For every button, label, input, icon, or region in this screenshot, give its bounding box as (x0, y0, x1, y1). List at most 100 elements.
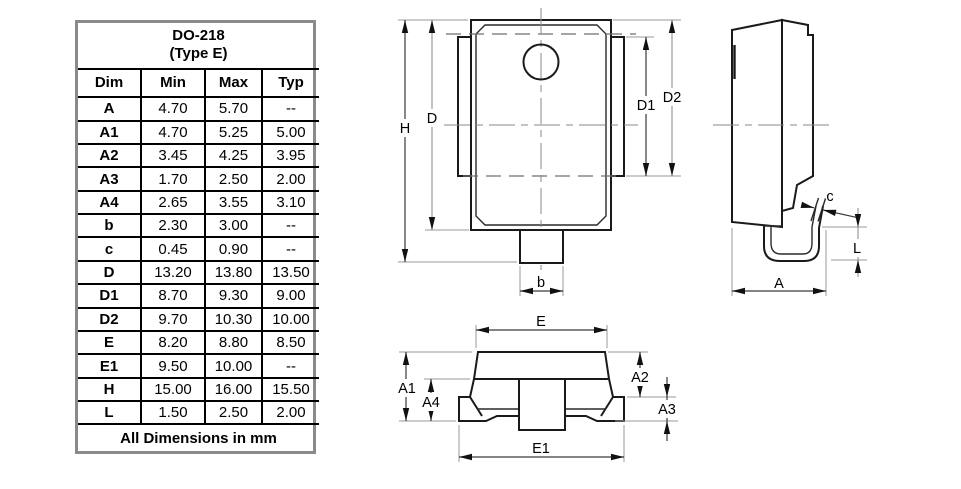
bottom-center-tab (518, 378, 566, 431)
dim-label-b: b (537, 275, 545, 291)
side-body-outline (731, 18, 783, 229)
cell-min: 15.00 (140, 376, 206, 403)
header-max: Max (204, 67, 263, 99)
cell-typ: 5.00 (261, 119, 319, 145)
cell-dim: b (78, 213, 142, 239)
cell-min: 1.50 (140, 400, 206, 426)
cell-max: 10.30 (204, 306, 263, 332)
cell-typ: -- (261, 213, 319, 239)
cell-dim: E (78, 329, 142, 356)
cell-max: 9.30 (204, 283, 263, 309)
dim-label-A4: A4 (422, 395, 440, 411)
side-lead-inner (770, 205, 817, 255)
table-footer: All Dimensions in mm (78, 423, 319, 451)
dimension-H: H (394, 20, 416, 262)
cell-min: 0.45 (140, 236, 206, 262)
table-title: DO-218 (Type E) (78, 23, 319, 70)
cell-dim: A4 (78, 189, 142, 216)
cell-typ: -- (261, 236, 319, 262)
bottom-body-left-edge (468, 378, 483, 417)
cell-max: 2.50 (204, 400, 263, 426)
cell-dim: c (78, 236, 142, 262)
dimension-b: b (520, 275, 563, 295)
cell-min: 9.50 (140, 353, 206, 379)
dimension-A3: A3 (654, 377, 680, 441)
cell-min: 8.20 (140, 329, 206, 356)
table-title-row: DO-218 (Type E) (78, 23, 319, 70)
cell-typ: 2.00 (261, 166, 319, 192)
cell-max: 3.55 (204, 189, 263, 216)
bottom-wing-right (565, 396, 625, 422)
dimension-D2: D2 (659, 20, 685, 176)
dim-label-A: A (774, 276, 784, 292)
dim-label-E1: E1 (532, 441, 550, 457)
cell-dim: A (78, 96, 142, 122)
dim-label-A3: A3 (658, 402, 676, 418)
dimension-A4: A4 (418, 379, 444, 421)
dim-label-H: H (400, 121, 410, 137)
dimension-E: E (476, 314, 607, 334)
cell-typ: 13.50 (261, 259, 319, 286)
package-name: DO-218 (172, 26, 225, 44)
cell-max: 3.00 (204, 213, 263, 239)
dim-label-A1: A1 (398, 381, 416, 397)
cell-dim: A3 (78, 166, 142, 192)
cell-min: 9.70 (140, 306, 206, 332)
cell-dim: E1 (78, 353, 142, 379)
table-footer-row: All Dimensions in mm (78, 423, 319, 451)
bottom-body-top (472, 351, 611, 380)
cell-max: 2.50 (204, 166, 263, 192)
dimension-A1: A1 (394, 352, 420, 421)
dim-label-c: c (826, 189, 833, 205)
cell-max: 13.80 (204, 259, 263, 286)
dimension-c: c (800, 189, 857, 218)
dim-label-A2: A2 (631, 370, 649, 386)
cell-max: 5.25 (204, 119, 263, 145)
cell-max: 0.90 (204, 236, 263, 262)
cell-typ: -- (261, 96, 319, 122)
bottom-body-right-edge (600, 378, 615, 417)
header-min: Min (140, 67, 206, 99)
cell-max: 10.00 (204, 353, 263, 379)
cell-max: 5.70 (204, 96, 263, 122)
cell-max: 4.25 (204, 142, 263, 169)
cell-typ: 10.00 (261, 306, 319, 332)
cell-dim: D (78, 259, 142, 286)
header-dim: Dim (78, 67, 142, 99)
cell-typ: 15.50 (261, 376, 319, 403)
bottom-view: E E1 A1 A4 (394, 314, 680, 462)
bottom-wing-left (458, 396, 519, 422)
dimension-D1: D1 (633, 37, 659, 176)
side-lead-outer (763, 205, 824, 262)
cell-min: 1.70 (140, 166, 206, 192)
package-type: (Type E) (169, 45, 228, 63)
cell-typ: 3.10 (261, 189, 319, 216)
cell-dim: A2 (78, 142, 142, 169)
cell-dim: L (78, 400, 142, 426)
cell-min: 4.70 (140, 96, 206, 122)
dimension-A: A (732, 276, 826, 295)
side-view: c L A (713, 18, 868, 296)
cell-typ: 8.50 (261, 329, 319, 356)
cell-min: 2.30 (140, 213, 206, 239)
dimension-A2: A2 (627, 352, 653, 397)
cell-max: 8.80 (204, 329, 263, 356)
front-body-inner-edge (475, 24, 607, 226)
cell-dim: A1 (78, 119, 142, 145)
side-tab-outline (781, 18, 814, 213)
